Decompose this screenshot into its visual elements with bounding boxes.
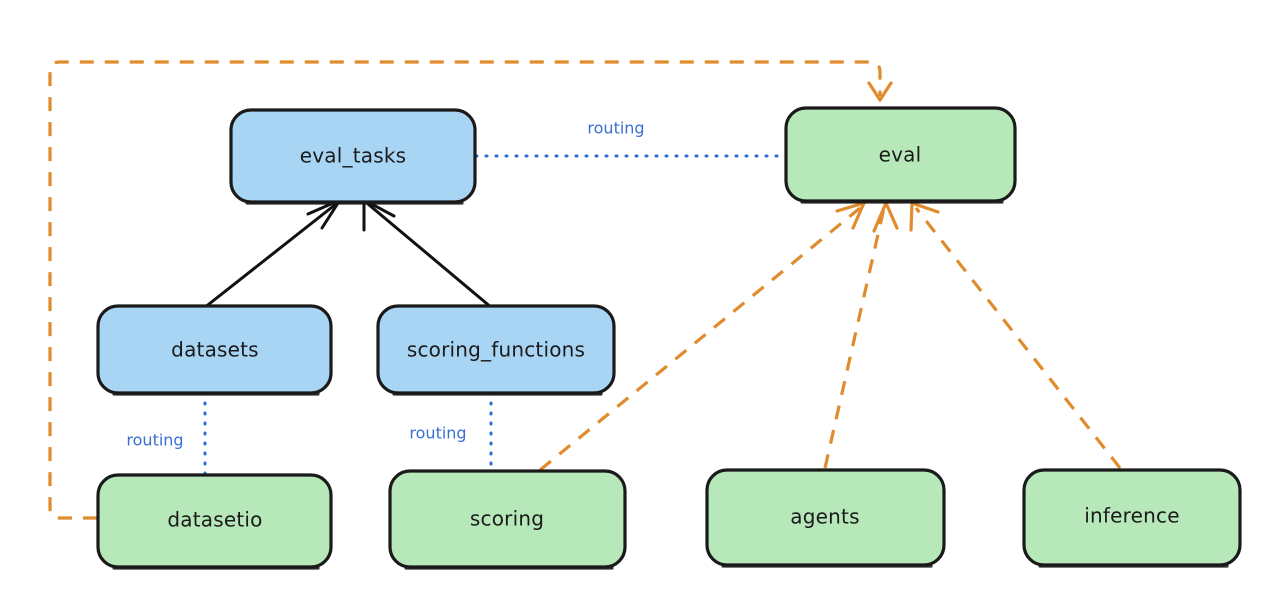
- edge-datasetio-to-eval: [48, 60, 893, 520]
- node-scoring[interactable]: scoring: [388, 469, 627, 570]
- edge-path-inference-eval: [914, 207, 1122, 469]
- node-inference-label: inference: [1084, 504, 1179, 528]
- node-datasets[interactable]: datasets: [96, 304, 333, 396]
- node-datasetio[interactable]: datasetio: [96, 473, 333, 570]
- node-scoring-functions-label: scoring_functions: [407, 338, 585, 362]
- edge-label-routing-datasetio: routing: [126, 431, 183, 450]
- edge-path-datasets-evaltasks: [202, 202, 338, 310]
- arrowhead-datasetio-eval: [867, 81, 893, 102]
- edge-scoring_functions-to-eval_tasks: [362, 198, 494, 310]
- edge-path-scoringfns-evaltasks: [366, 202, 494, 310]
- node-eval-tasks-label: eval_tasks: [300, 144, 406, 168]
- node-eval[interactable]: eval: [784, 106, 1017, 204]
- node-datasetio-label: datasetio: [167, 508, 262, 532]
- edge-path-agents-eval: [823, 207, 886, 469]
- edge-datasets-to-eval_tasks: [202, 198, 342, 310]
- edge-agents-to-eval: [823, 201, 899, 469]
- edge-label-routing-eval: routing: [587, 119, 644, 138]
- node-agents[interactable]: agents: [705, 468, 946, 568]
- node-scoring-label: scoring: [470, 507, 544, 531]
- edge-path-scoring-eval: [538, 206, 862, 472]
- node-eval-tasks[interactable]: eval_tasks: [229, 108, 477, 205]
- arrowhead-inference-eval: [909, 201, 940, 232]
- node-eval-label: eval: [879, 143, 922, 167]
- edge-label-routing-scoring: routing: [409, 424, 466, 443]
- node-agents-label: agents: [790, 505, 859, 529]
- node-datasets-label: datasets: [171, 338, 259, 362]
- node-scoring-functions[interactable]: scoring_functions: [376, 304, 616, 396]
- node-inference[interactable]: inference: [1022, 468, 1242, 568]
- arrowhead-agents-eval: [872, 201, 899, 233]
- edge-inference-to-eval: [909, 201, 1122, 469]
